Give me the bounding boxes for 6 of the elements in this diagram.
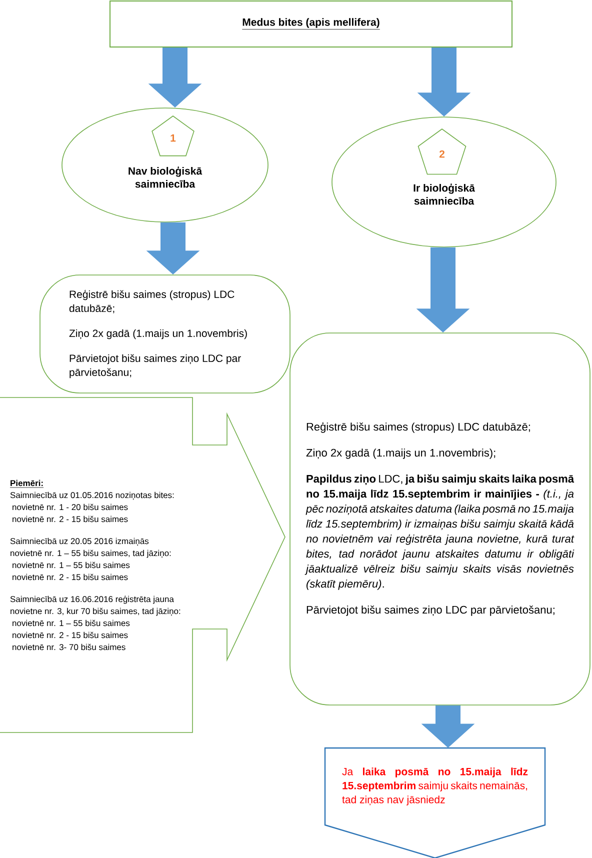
example-callout: Piemēri: Saimniecībā uz 01.05.2016 noziņotas bites: novietnē nr. 1 - 20 bišu saimes novietnē nr. 2 - 15 bišu saimes Saimniecībā uz 20.05 2016 izmaiņās novietnē nr. 1 – 55 bišu saimes, tad jāziņo: novietnē nr. 1 – 55 bišu saimes novietnē nr. 2 - 15 bišu saimes Saimniecībā uz 16.06.2016 reģistrēta jauna novietne nr. 3, kur 70 bišu saimes, tad jāziņo: novietnē nr. 1 – 55 bišu saimes novietnē nr. 2 - 15 bišu saimes novietnē nr. 3- 70 bišu saimes (0, 397, 286, 733)
number-pentagon: 2 (418, 128, 466, 175)
conclusion-box: Ja laika posmā no 15.maija līdz 15.septembrim saimju skaits nemainās, tad ziņas nav jāsniedz (324, 747, 546, 858)
rule-box: Reģistrē bišu saimes (stropus) LDC datubāzē; Ziņo 2x gadā (1.maijs un 1.novembris) Pārvietojot bišu saimes ziņo LDC par pārvietošanu; (40, 274, 290, 394)
title-box: Medus bites (apis mellifera) (110, 0, 512, 48)
number-pentagon: 1 (152, 116, 194, 156)
